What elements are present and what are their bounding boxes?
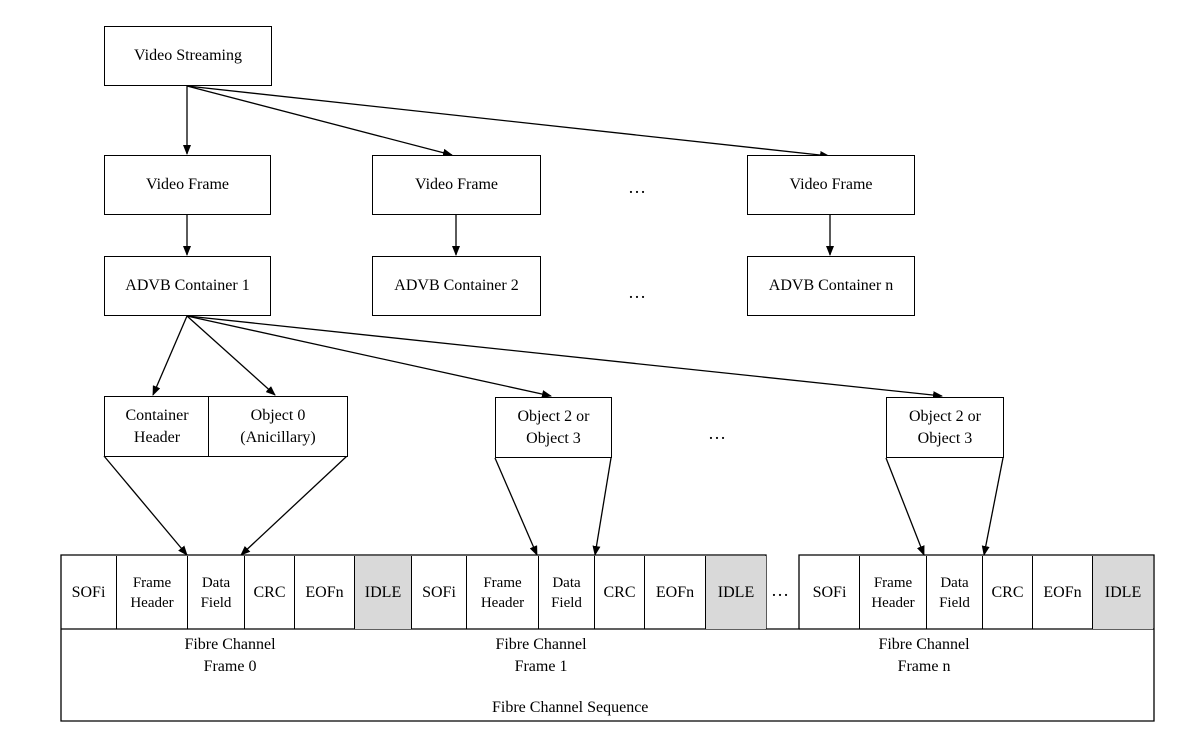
arrow-container-object2 xyxy=(186,315,552,398)
fc-frame-n-label: Fibre Channel Frame n xyxy=(878,636,970,675)
object23-box-1: Object 2 or Object 3 xyxy=(495,397,612,458)
object23-box-n: Object 2 or Object 3 xyxy=(886,397,1004,458)
fc0-idle: IDLE xyxy=(355,556,412,629)
ellipsis-frames: … xyxy=(628,177,648,197)
arrow-container-header xyxy=(152,315,188,396)
ellipsis-objects: … xyxy=(708,423,728,443)
fcn-idle: IDLE xyxy=(1093,556,1153,629)
fcn-frame-header: Frame Header xyxy=(860,556,927,629)
fc-frame-0-label: Fibre Channel Frame 0 xyxy=(184,636,276,675)
arrow-object-a-datafield1-left xyxy=(494,457,538,556)
arrow-object-b-datafieldn-right xyxy=(981,457,1004,556)
fcn-crc: CRC xyxy=(983,556,1033,629)
advb-container-box-2: ADVB Container 2 xyxy=(372,256,541,316)
fc1-idle: IDLE xyxy=(706,556,766,629)
arrow-container-object3 xyxy=(186,315,943,400)
object0-box: Object 0 (Anicillary) xyxy=(208,396,348,457)
fc1-eofn: EOFn xyxy=(645,556,706,629)
fc0-frame-header: Frame Header xyxy=(117,556,188,629)
arrow-object0-datafield0 xyxy=(240,455,348,556)
advb-container-box-1: ADVB Container 1 xyxy=(104,256,271,316)
fcn-sofi: SOFi xyxy=(800,556,860,629)
fc0-eofn: EOFn xyxy=(295,556,355,629)
video-frame-box-n: Video Frame xyxy=(747,155,915,215)
fc0-data-field: Data Field xyxy=(188,556,245,629)
arrow-container-object0 xyxy=(186,315,276,396)
fc-sequence-label: Fibre Channel Sequence xyxy=(492,699,649,716)
fcn-data-field: Data Field xyxy=(927,556,983,629)
ellipsis-fc-frames: … xyxy=(771,580,791,600)
fc-frame-1-label: Fibre Channel Frame 1 xyxy=(495,636,587,675)
fcn-eofn: EOFn xyxy=(1033,556,1093,629)
arrow-object-b-datafieldn-left xyxy=(885,457,925,556)
fc1-crc: CRC xyxy=(595,556,645,629)
ellipsis-containers: … xyxy=(628,282,648,302)
fc1-data-field: Data Field xyxy=(539,556,595,629)
fc1-sofi: SOFi xyxy=(412,556,467,629)
arrow-stream-frame2 xyxy=(186,85,453,157)
arrow-object-a-datafield1-right xyxy=(592,457,612,556)
video-frame-box-2: Video Frame xyxy=(372,155,541,215)
arrow-stream-framen xyxy=(186,85,830,160)
fc1-frame-header: Frame Header xyxy=(467,556,539,629)
sequence-outline xyxy=(60,554,1155,722)
advb-container-box-n: ADVB Container n xyxy=(747,256,915,316)
container-header-box: Container Header xyxy=(104,396,210,457)
fc0-sofi: SOFi xyxy=(61,556,117,629)
video-frame-box-1: Video Frame xyxy=(104,155,271,215)
video-streaming-box: Video Streaming xyxy=(104,26,272,86)
fc0-crc: CRC xyxy=(245,556,295,629)
arrow-header-datafield0 xyxy=(103,455,188,556)
